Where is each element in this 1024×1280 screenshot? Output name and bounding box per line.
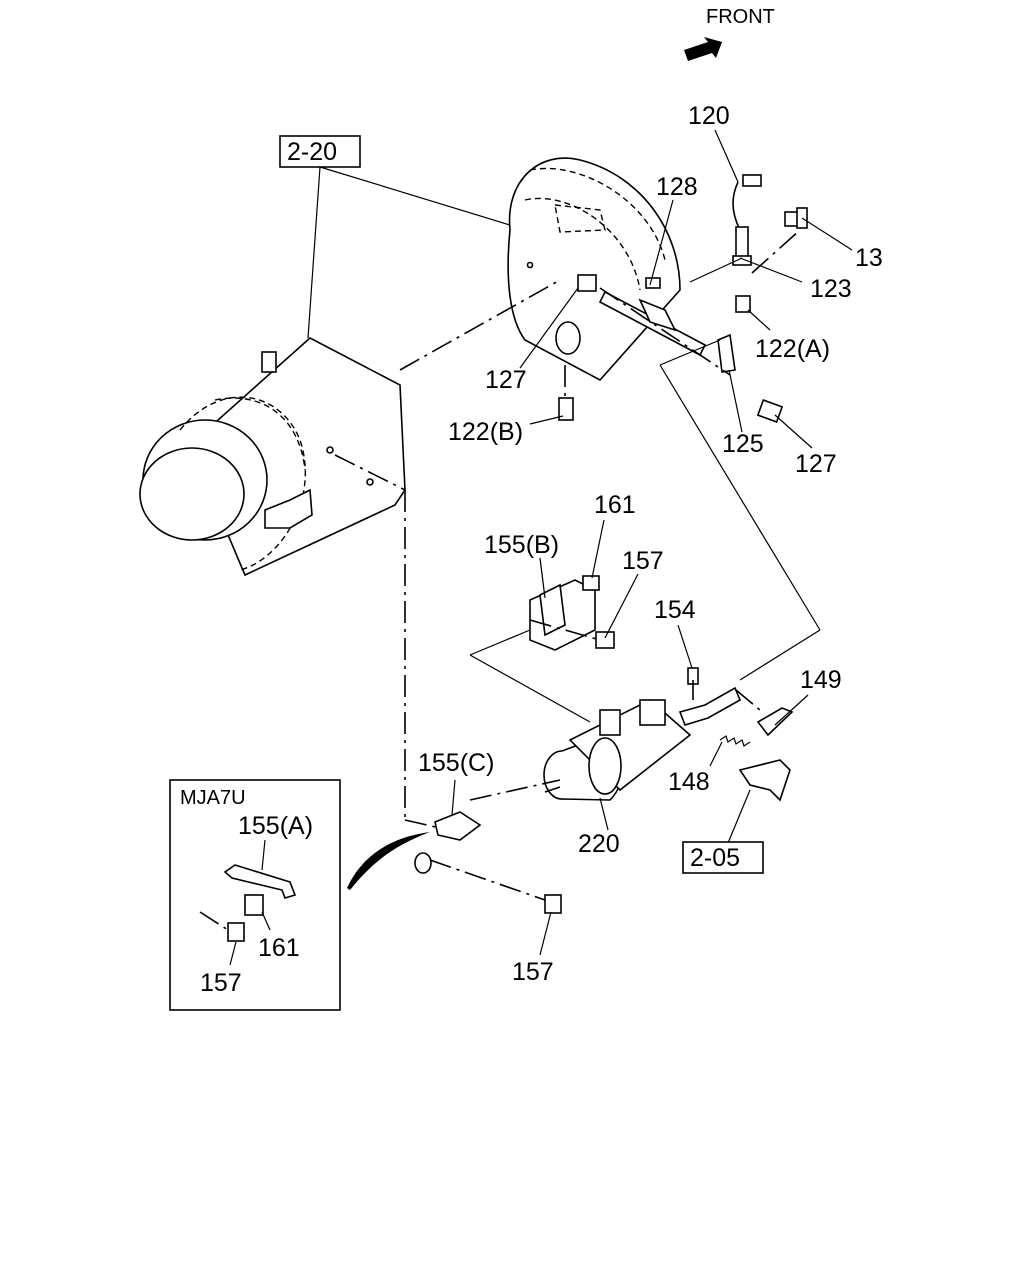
label-part-155c: 155(C) — [418, 749, 494, 777]
ref-2-20-label: 2-20 — [287, 138, 337, 166]
lever-149 — [756, 707, 794, 737]
release-shaft — [598, 290, 736, 373]
pipe-120 — [732, 174, 762, 266]
label-part-127-right: 127 — [795, 450, 837, 478]
label-part-154: 154 — [654, 596, 696, 624]
clevis-154 — [678, 667, 742, 726]
fitting-122a-icon — [735, 295, 751, 313]
bolt-157-bottom-icon — [544, 894, 562, 914]
transmission-housing — [139, 337, 406, 577]
ref-box-2-20[interactable]: 2-20 — [279, 135, 361, 168]
bolt-13-icon — [784, 207, 808, 229]
fitting-122b-icon — [558, 397, 574, 421]
label-part-155b: 155(B) — [484, 531, 559, 559]
label-part-122b: 122(B) — [448, 418, 523, 446]
clutch-servo-220 — [543, 699, 692, 801]
bolt-157-mid-icon — [595, 631, 615, 649]
label-part-123: 123 — [810, 275, 852, 303]
bracket-155c — [434, 811, 482, 841]
label-part-148: 148 — [668, 768, 710, 796]
nut-155c-icon — [414, 852, 432, 874]
front-arrow-icon — [684, 37, 722, 61]
label-part-220: 220 — [578, 830, 620, 858]
front-label: FRONT — [706, 6, 775, 28]
label-part-120: 120 — [688, 102, 730, 130]
label-part-127-top: 127 — [485, 366, 527, 394]
bracket-2-05 — [738, 759, 791, 802]
label-part-157-inset: 157 — [200, 969, 242, 997]
label-part-157-mid: 157 — [622, 547, 664, 575]
ref-2-05-label: 2-05 — [690, 844, 740, 872]
label-part-161: 161 — [594, 491, 636, 519]
ref-2-20-leaders — [307, 166, 511, 339]
label-part-157-bottom: 157 — [512, 958, 554, 986]
label-part-125: 125 — [722, 430, 764, 458]
label-part-128: 128 — [656, 173, 698, 201]
spring-148-icon — [719, 735, 751, 747]
label-part-149: 149 — [800, 666, 842, 694]
bracket-155b — [529, 579, 596, 651]
label-part-122a: 122(A) — [755, 335, 830, 363]
dash-lines — [334, 229, 801, 901]
bolt-127-top-icon — [577, 274, 597, 292]
label-part-13: 13 — [855, 244, 883, 272]
label-part-155a-inset: 155(A) — [238, 812, 313, 840]
inset-box: MJA7U — [169, 779, 341, 1011]
inset-title: MJA7U — [180, 787, 246, 809]
pin-128-icon — [645, 277, 661, 289]
label-part-161-inset: 161 — [258, 934, 300, 962]
nut-161-icon — [582, 575, 600, 591]
ref-box-2-05[interactable]: 2-05 — [682, 841, 764, 874]
leader-lines — [451, 129, 853, 956]
